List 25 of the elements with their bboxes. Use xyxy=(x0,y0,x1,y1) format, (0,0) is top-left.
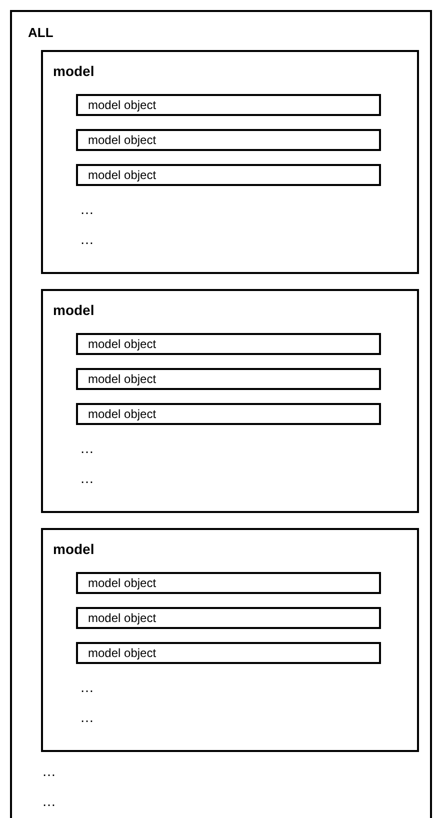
model-box xyxy=(41,50,419,274)
ellipsis: … xyxy=(42,764,56,778)
model-box xyxy=(41,289,419,513)
object-box: model object xyxy=(76,607,381,629)
object-box: model object xyxy=(76,572,381,594)
object-box: model object xyxy=(76,642,381,664)
heading: ALL xyxy=(28,26,54,39)
ellipsis: … xyxy=(80,232,94,246)
ellipsis: … xyxy=(80,680,94,694)
object-box: model object xyxy=(76,333,381,355)
ellipsis: … xyxy=(80,202,94,216)
ellipsis: … xyxy=(42,794,56,808)
object-box: model object xyxy=(76,403,381,425)
object-box: model object xyxy=(76,368,381,390)
object-box: model object xyxy=(76,94,381,116)
ellipsis: … xyxy=(80,441,94,455)
object-box: model object xyxy=(76,129,381,151)
heading: model xyxy=(53,64,94,78)
model-box xyxy=(41,528,419,752)
heading: model xyxy=(53,303,94,317)
object-box: model object xyxy=(76,164,381,186)
heading: model xyxy=(53,542,94,556)
container-box xyxy=(10,10,432,818)
ellipsis: … xyxy=(80,710,94,724)
ellipsis: … xyxy=(80,471,94,485)
